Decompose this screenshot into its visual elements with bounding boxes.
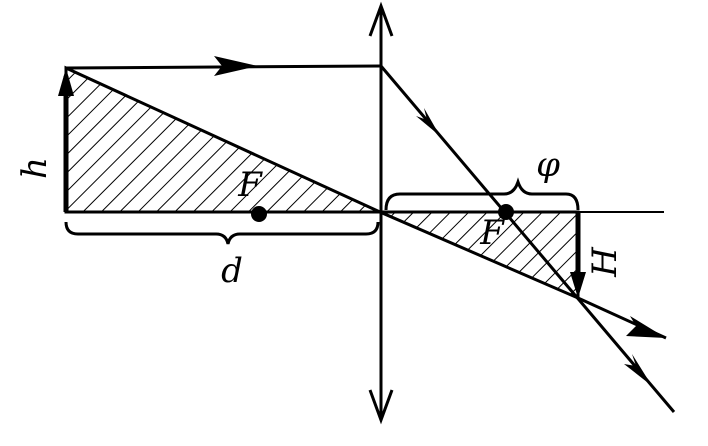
label-h: h (15, 157, 55, 179)
label-focus-right: F (479, 213, 505, 253)
converging-lens (368, 1, 394, 425)
focus-left-point (251, 206, 267, 222)
central-ray (577, 296, 667, 340)
object-arrow (58, 68, 74, 212)
image-triangle (379, 210, 580, 301)
brace-phi (384, 177, 580, 211)
brace-d (64, 221, 380, 245)
label-H: H (585, 246, 625, 278)
label-d: d (221, 251, 243, 291)
focus-right-point (498, 204, 514, 220)
image-arrow (570, 212, 586, 298)
refracted-ray (379, 65, 676, 413)
parallel-ray (65, 56, 382, 76)
object-triangle (64, 65, 381, 214)
label-phi: φ (536, 145, 560, 185)
label-focus-left: F (237, 165, 263, 205)
